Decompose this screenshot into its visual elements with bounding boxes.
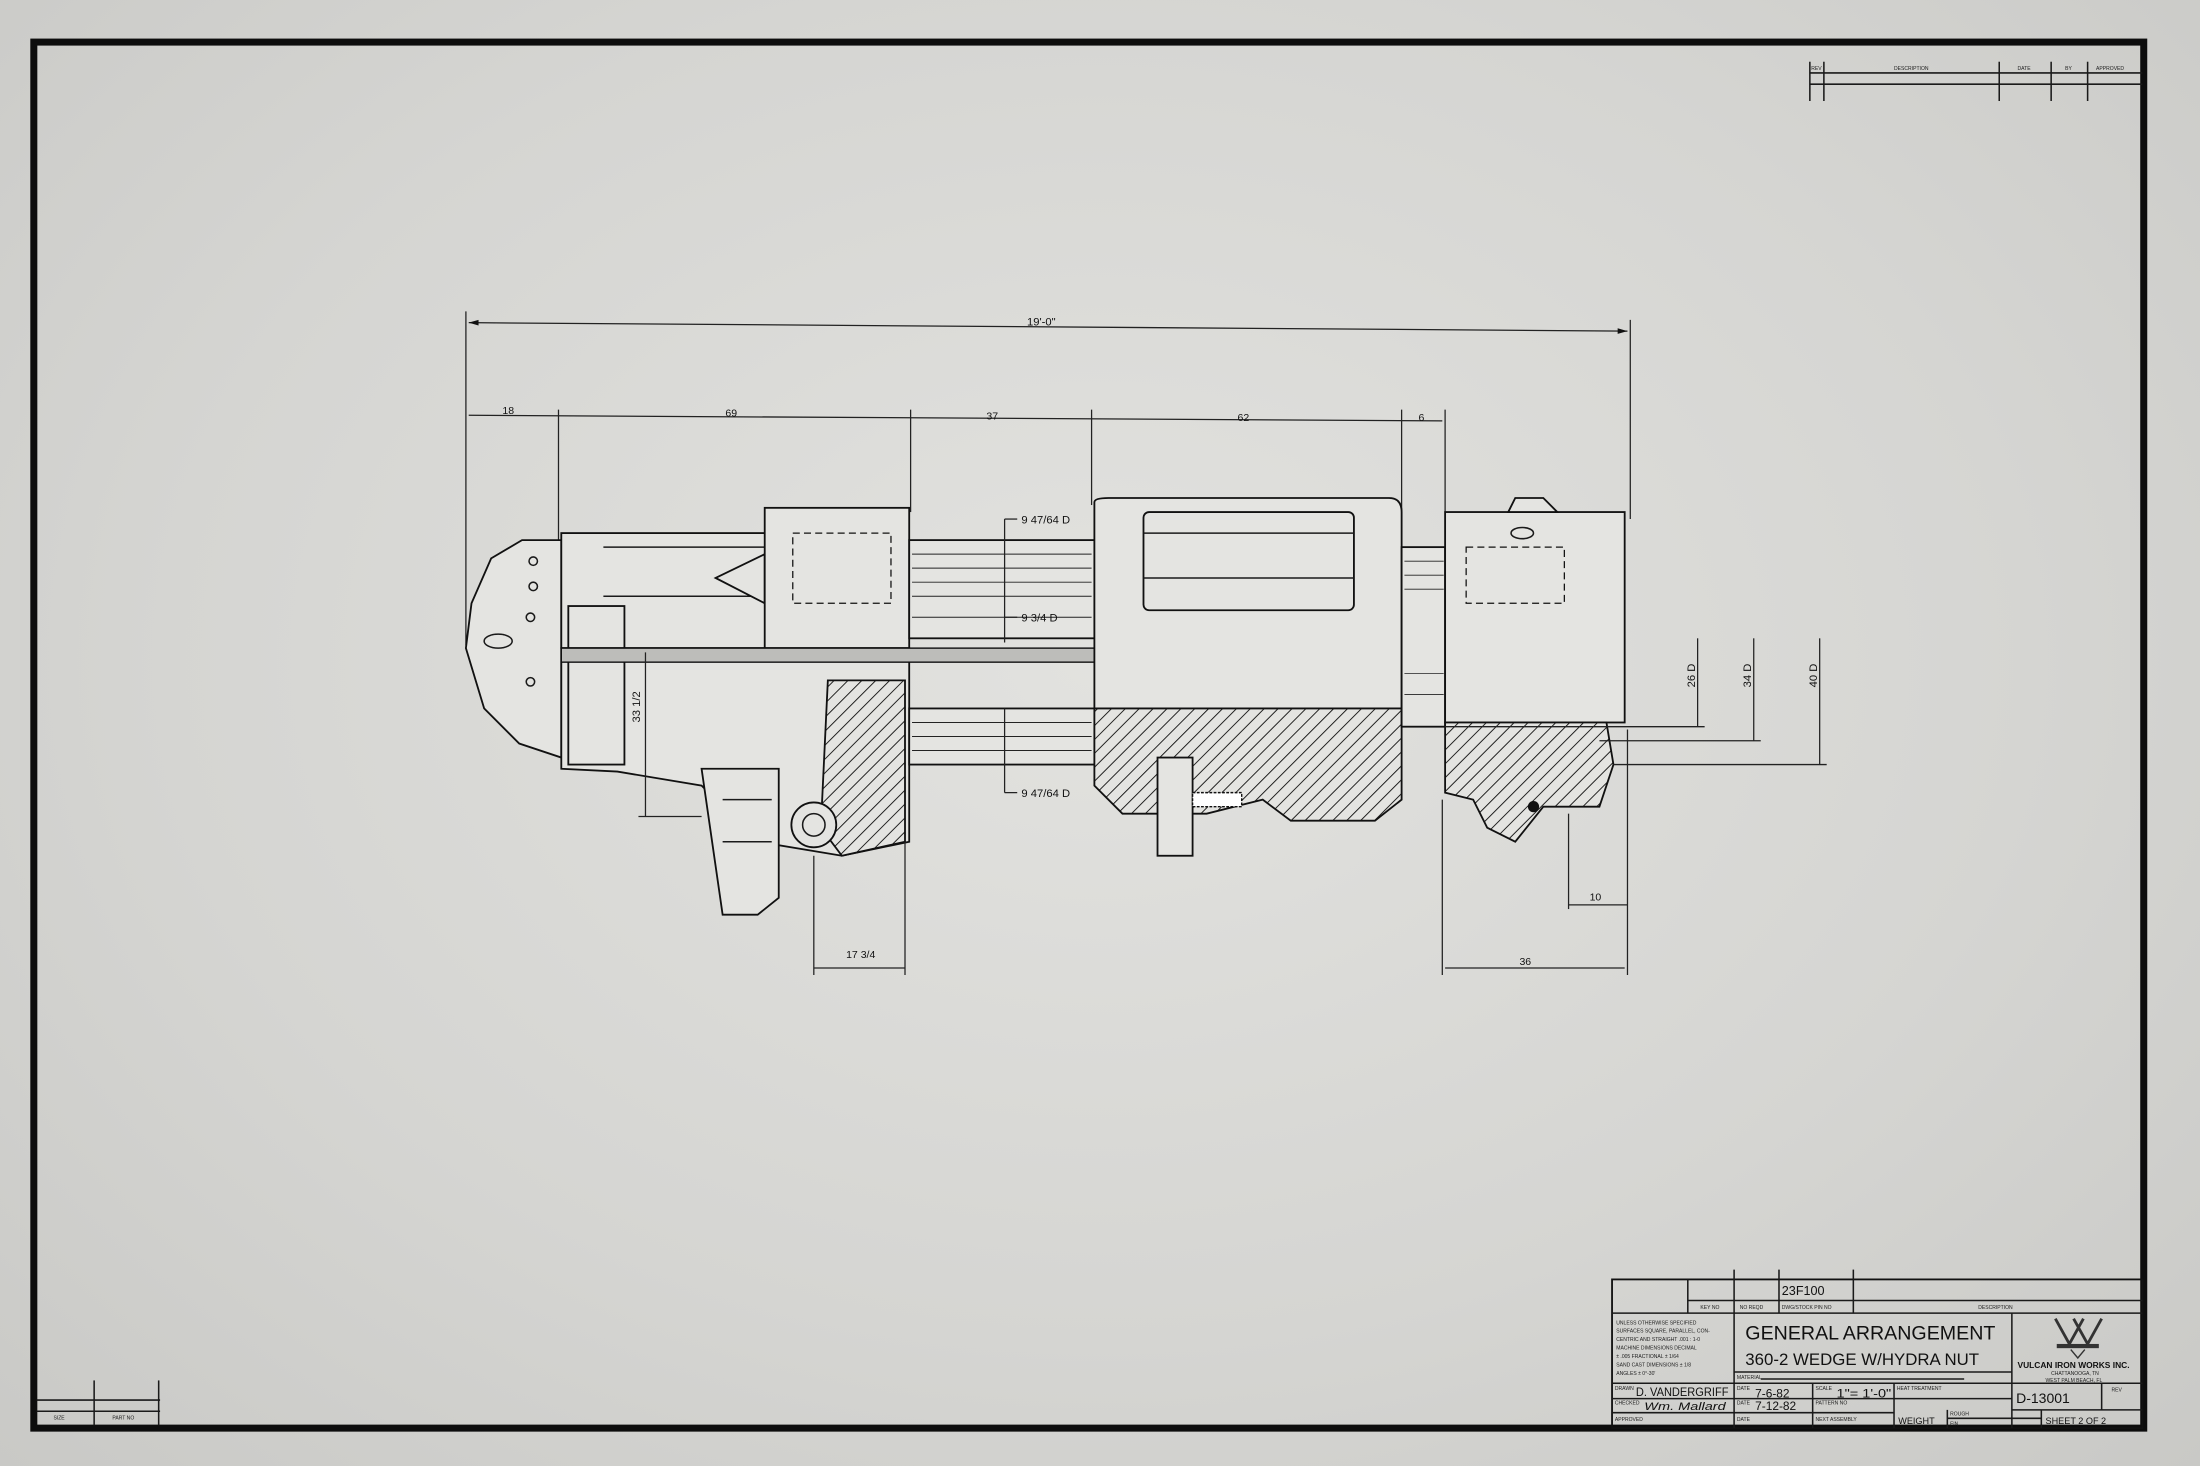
rev-label: REV (2111, 1388, 2122, 1394)
revision-table: REV DESCRIPTION DATE BY APPROVED (1809, 61, 2143, 102)
segment-dim-2: 69 (725, 408, 737, 420)
next-assembly-label: NEXT ASSEMBLY (1815, 1417, 1857, 1423)
drawn-by: D. VANDERGRIFF (1636, 1385, 1729, 1399)
rough-label: ROUGH (1950, 1411, 1969, 1417)
size-label: SIZE (53, 1416, 65, 1422)
note-line: SURFACES SQUARE, PARALLEL, CON- (1616, 1329, 1710, 1335)
note-line: ± .005 FRACTIONAL ± 1/64 (1616, 1354, 1679, 1360)
overall-length-dim: 19'-0" (1027, 316, 1056, 328)
description-header: DESCRIPTION (1894, 66, 1929, 72)
bore-dim-top: 9 47/64 D (1021, 514, 1070, 526)
sheet-border (30, 38, 2148, 1432)
bottom-left-dim: 17 3/4 (846, 949, 875, 961)
scale-value: 1"= 1'-0" (1837, 1386, 1892, 1400)
date-drawn: 7-6-82 (1755, 1386, 1790, 1400)
company-city-1: CHATTANOOGA, TN (2051, 1371, 2099, 1377)
title-block: 23F100 KEY NO NO REQD DWG/STOCK PIN NO D… (1611, 1269, 2144, 1430)
date-checked: 7-12-82 (1755, 1399, 1796, 1413)
no-reqd-header: NO REQD (1740, 1305, 1764, 1311)
drawn-label: DRAWN (1615, 1386, 1634, 1392)
part-no-label: PART NO (112, 1416, 134, 1422)
note-line: UNLESS OTHERWISE SPECIFIED (1616, 1320, 1696, 1326)
material-label: MATERIAL (1737, 1375, 1762, 1381)
approved-header: APPROVED (2096, 66, 2124, 72)
company-city-2: WEST PALM BEACH, FL (2046, 1378, 2103, 1384)
checked-by-signature: Wm. Mallard (1644, 1401, 1726, 1413)
wedge-assembly-drawing (464, 497, 1626, 916)
weight-label: WEIGHT (1898, 1416, 1935, 1426)
date-header: DATE (2017, 66, 2031, 72)
drawing-subtitle: 360-2 WEDGE W/HYDRA NUT (1745, 1350, 1979, 1369)
checked-label: CHECKED (1615, 1400, 1640, 1406)
sheet-number: SHEET 2 OF 2 (2046, 1416, 2107, 1426)
drawing-title: GENERAL ARRANGEMENT (1745, 1323, 1995, 1345)
pattern-no-label: PATTERN NO (1815, 1400, 1847, 1406)
note-line: CENTRIC AND STRAIGHT .001 : 1-0 (1616, 1337, 1700, 1343)
bore-dim-mid: 9 3/4 D (1021, 612, 1057, 624)
date-label-approved: DATE (1737, 1417, 1751, 1423)
drawing-number: D-13001 (2016, 1390, 2070, 1406)
note-line: SAND CAST DIMENSIONS ± 1/8 (1616, 1362, 1691, 1368)
bore-dim-bottom: 9 47/64 D (1021, 788, 1070, 800)
note-line: ANGLES ± 0°-30' (1616, 1371, 1655, 1377)
date-label-checked: DATE (1737, 1400, 1751, 1406)
bottom-right-dim: 36 (1519, 956, 1531, 968)
tolerance-notes: UNLESS OTHERWISE SPECIFIED SURFACES SQUA… (1616, 1320, 1710, 1377)
segment-dim-3: 37 (986, 410, 998, 422)
vulcan-logo (2054, 1318, 2103, 1360)
segment-dim-1: 18 (502, 405, 514, 417)
key-no-header: KEY NO (1700, 1305, 1719, 1311)
fin-label: FIN (1950, 1421, 1958, 1427)
date-label-drawn: DATE (1737, 1386, 1751, 1392)
rev-header: REV (1811, 66, 1822, 72)
description-header: DESCRIPTION (1978, 1305, 2013, 1311)
size-part-block: SIZE PART NO (36, 1380, 161, 1426)
lower-dimensions: 33 1/2 17 3/4 36 10 (631, 652, 1629, 975)
diameter-26: 26 D (1686, 664, 1698, 688)
diameter-34: 34 D (1742, 664, 1754, 688)
by-header: BY (2065, 66, 2072, 72)
diameter-40: 40 D (1808, 664, 1820, 688)
note-line: MACHINE DIMENSIONS DECIMAL (1616, 1346, 1697, 1352)
height-dim-left: 33 1/2 (631, 691, 643, 722)
stock-no-header: DWG/STOCK PIN NO (1782, 1305, 1832, 1311)
scale-label: SCALE (1815, 1386, 1832, 1392)
segment-dim-4: 62 (1237, 412, 1249, 424)
company-name: VULCAN IRON WORKS INC. (2017, 1360, 2129, 1370)
right-offset-dim: 10 (1590, 892, 1602, 904)
diameter-dimensions: 26 D 34 D 40 D (1445, 638, 1827, 766)
part-reference: 23F100 (1782, 1284, 1825, 1298)
bore-dimensions: 9 47/64 D 9 3/4 D 9 47/64 D (1003, 514, 1070, 800)
segment-dim-5: 6 (1418, 412, 1424, 424)
heat-treatment-label: HEAT TREATMENT (1897, 1386, 1942, 1392)
approved-label: APPROVED (1615, 1417, 1643, 1423)
